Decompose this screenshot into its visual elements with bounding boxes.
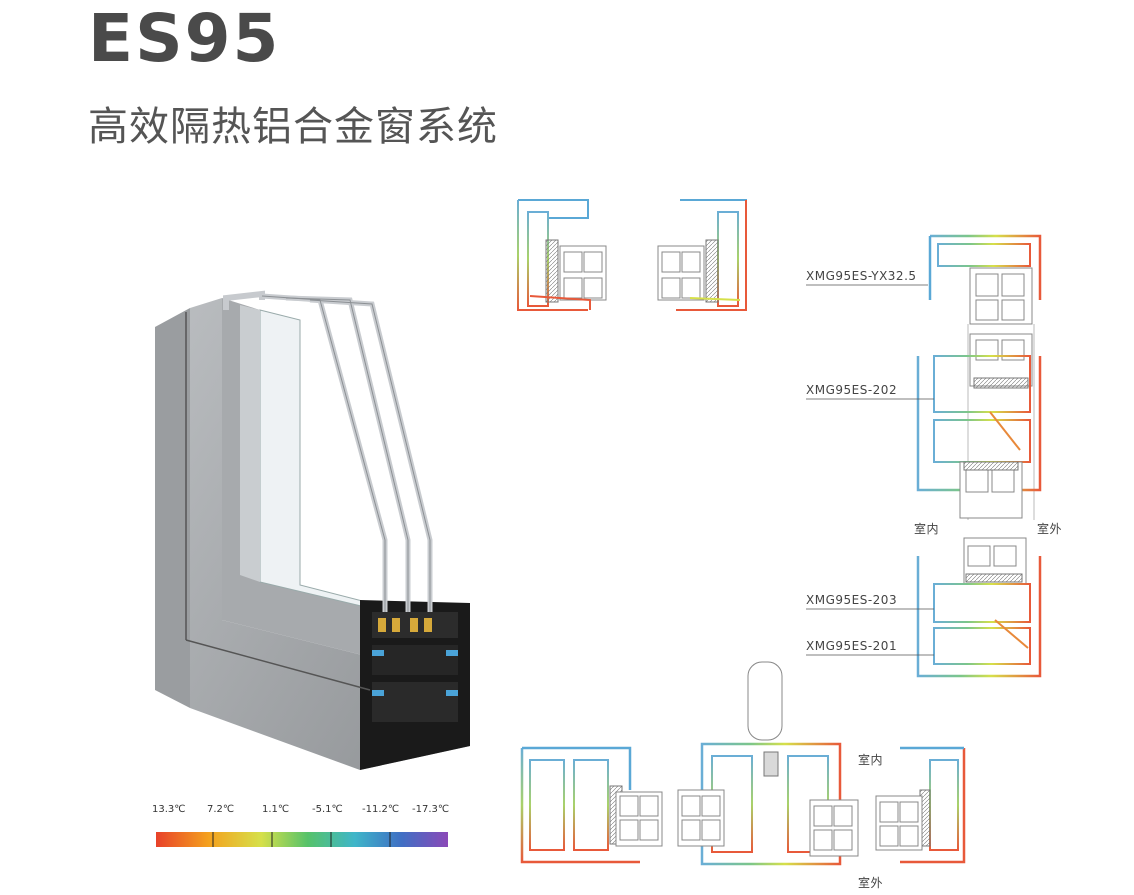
legend-tick-label: 13.3℃ [152,804,186,815]
vertical-section-drawing [806,234,1042,678]
product-subtitle: 高效隔热铝合金窗系统 [88,104,498,150]
legend-tick-label: 1.1℃ [262,804,290,815]
window-corner-render [155,290,470,770]
legend-tick-label: -5.1℃ [312,804,343,815]
label-indoor-right: 室内 [914,522,940,536]
model-title: ES95 [88,0,281,77]
label-outdoor-bottom: 室外 [858,876,884,890]
temperature-legend-bar [156,832,448,847]
legend-tick-label: 7.2℃ [207,804,235,815]
legend-tick-label: -17.3℃ [412,804,450,815]
horizontal-section-drawing [520,661,966,866]
label-xmg95es-201: XMG95ES-201 [806,639,898,653]
label-outdoor-right: 室外 [1037,522,1063,536]
label-xmg95es-yx32-5: XMG95ES-YX32.5 [806,269,917,283]
label-indoor-bottom: 室内 [858,753,884,767]
section-drawing-left-top [517,199,607,311]
legend-tick-label: -11.2℃ [362,804,400,815]
label-xmg95es-203: XMG95ES-203 [806,593,898,607]
label-xmg95es-202: XMG95ES-202 [806,383,898,397]
section-drawing-right-top [657,199,747,311]
